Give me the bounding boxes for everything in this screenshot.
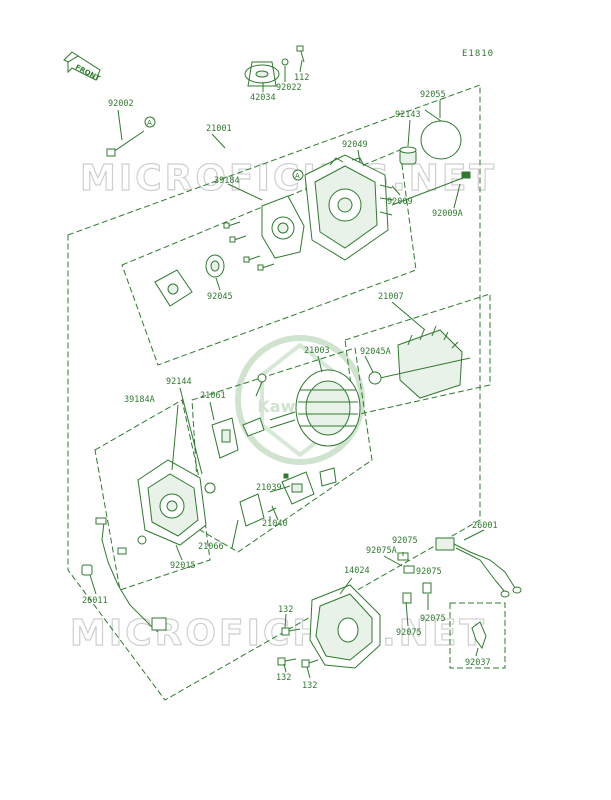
front-arrow-icon: FRONT [63,51,102,83]
rear-housing-outline [94,399,211,591]
regulator-part [211,373,267,459]
label-92022: 92022 [276,83,302,93]
label-21007: 21007 [378,292,404,302]
wiring-harness-part [435,537,522,598]
label-26011: 26011 [82,596,108,606]
label-92045A: 92045A [360,347,391,357]
clamp-part [471,621,487,650]
leader-lines [89,59,485,679]
figure-code: E1810 [462,49,494,59]
watermark-bottom: MICROFICHES.NET [70,613,487,654]
label-21003: 21003 [304,346,330,356]
watermark-top: MICROFICHES.NET [80,158,497,199]
retainer-plate-part [154,269,193,307]
label-92143: 92143 [395,110,421,120]
label-92075A: 92075A [366,546,397,556]
o-ring-part [420,120,462,160]
label-92075-right: 92075 [416,567,442,577]
label-14024: 14024 [344,566,370,576]
rotor-part [368,325,471,399]
brush-holder-outline [191,347,373,553]
label-92015: 92015 [170,561,196,571]
label-21039: 21039 [256,483,282,493]
rear-housing-part [137,459,216,546]
stator-part [269,369,361,447]
cap-parts [397,552,432,604]
pulley-plate-part [244,45,305,87]
label-132-top: 132 [278,605,293,615]
label-92009: 92009 [387,197,413,207]
bolt-92002-part [106,130,145,157]
label-26001: 26001 [472,521,498,531]
label-92075-bottom: 92075 [396,628,422,638]
label-92049: 92049 [342,140,368,150]
brush-holder-part [239,467,337,527]
svg-text:A: A [147,119,152,127]
svg-text:A: A [295,172,300,180]
label-39184: 39184 [214,176,240,186]
label-92037: 92037 [465,658,491,668]
label-92075-low: 92075 [420,614,446,624]
lead-wire-part [81,517,167,633]
label-92144: 92144 [166,377,192,387]
bearing-92045-part [205,254,225,278]
label-132-right: 132 [302,681,317,691]
label-132-left: 132 [276,673,291,683]
screws-part [223,221,275,271]
label-21066: 21066 [198,542,224,552]
bushing-part [399,146,417,165]
alternator-cover-part [309,584,381,669]
label-21001: 21001 [206,124,232,134]
part-92037-box [449,602,506,669]
label-21061: 21061 [200,391,226,401]
label-92009A: 92009A [432,209,463,219]
label-92002: 92002 [108,99,134,109]
label-39184A: 39184A [124,395,155,405]
cover-bolts-part [277,627,319,668]
label-42034: 42034 [250,93,276,103]
label-21040: 21040 [262,519,288,529]
front-housing-part [304,154,395,261]
label-92045: 92045 [207,292,233,302]
part-labels: 92002 21001 39184 42034 92022 112 92055 … [82,73,498,691]
label-92075-top: 92075 [392,536,418,546]
through-bolt-part [391,171,471,206]
label-112: 112 [294,73,309,83]
bearing-retainer-part [261,195,305,259]
label-92055: 92055 [420,90,446,100]
